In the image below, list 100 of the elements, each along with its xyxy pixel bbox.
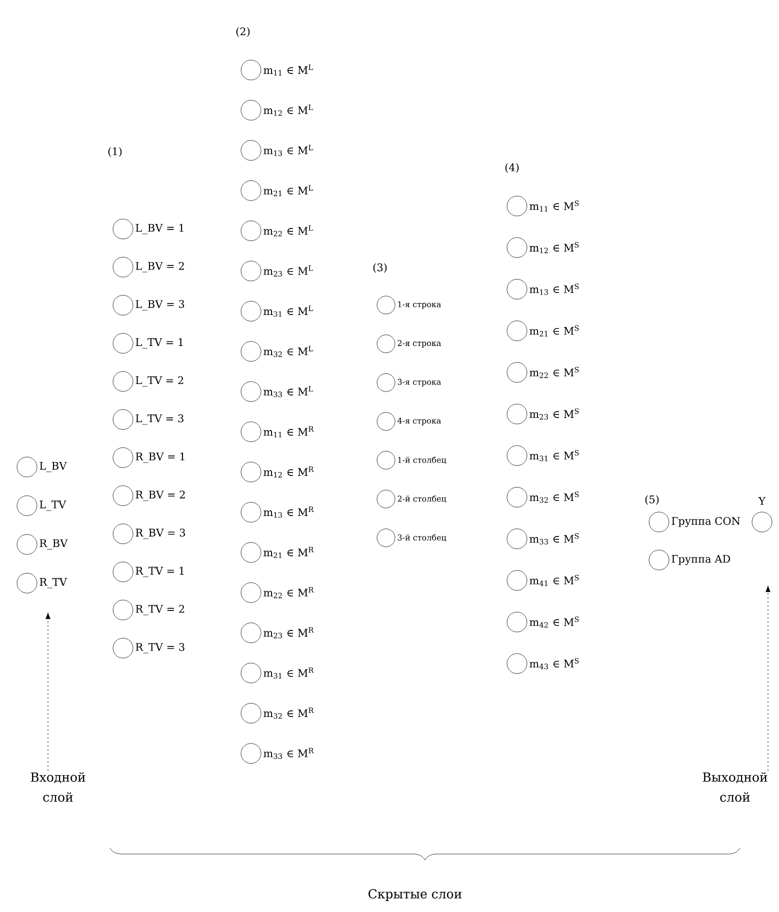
neuron: 3-я строка bbox=[376, 373, 441, 392]
neuron: m$_{43}$ ∈ M$^{S}$ bbox=[506, 653, 579, 674]
layer-number: (3) bbox=[373, 263, 387, 273]
neuron: m$_{33}$ ∈ M$^{S}$ bbox=[506, 528, 579, 549]
neuron: m$_{23}$ ∈ M$^{L}$ bbox=[240, 260, 313, 282]
neuron: 1-й столбец bbox=[376, 451, 446, 470]
neuron: R_TV = 1 bbox=[112, 562, 184, 582]
neuron: m$_{21}$ ∈ M$^{R}$ bbox=[240, 542, 314, 563]
neuron: m$_{12}$ ∈ M$^{R}$ bbox=[240, 462, 314, 482]
node-label: L_TV = 3 bbox=[136, 414, 184, 425]
neuron: m$_{32}$ ∈ M$^{R}$ bbox=[240, 703, 314, 724]
neuron: m$_{12}$ ∈ M$^{S}$ bbox=[506, 237, 579, 258]
layer-number: (5) bbox=[645, 495, 659, 505]
neuron: m$_{32}$ ∈ M$^{L}$ bbox=[240, 341, 313, 362]
node-label: L_TV = 1 bbox=[136, 338, 183, 348]
neuron: m$_{21}$ ∈ M$^{L}$ bbox=[240, 180, 313, 201]
node-label: L_TV bbox=[40, 500, 66, 511]
neuron: m$_{12}$ ∈ M$^{L}$ bbox=[240, 100, 313, 120]
node-label: R_TV = 3 bbox=[136, 642, 184, 654]
node-label: m$_{23}$ ∈ M$^{S}$ bbox=[530, 408, 579, 420]
node-label: L_BV = 1 bbox=[136, 224, 184, 234]
node-label: m$_{33}$ ∈ M$^{R}$ bbox=[264, 748, 314, 759]
brace-label: Скрытые слои bbox=[368, 889, 462, 901]
node-label: Y bbox=[758, 497, 766, 505]
neuron: R_BV bbox=[16, 534, 68, 555]
neuron: R_BV = 1 bbox=[112, 447, 184, 468]
neuron: m$_{13}$ ∈ M$^{R}$ bbox=[240, 502, 314, 522]
neuron: m$_{22}$ ∈ M$^{R}$ bbox=[240, 582, 314, 603]
node-label: m$_{32}$ ∈ M$^{R}$ bbox=[264, 708, 314, 719]
neuron: m$_{23}$ ∈ M$^{S}$ bbox=[506, 404, 579, 424]
node-label: m$_{32}$ ∈ M$^{L}$ bbox=[264, 346, 313, 357]
node-label: R_TV = 1 bbox=[136, 566, 184, 578]
neuron: L_BV = 2 bbox=[112, 256, 184, 278]
neuron: 1-я строка bbox=[376, 296, 441, 314]
layer-number: (4) bbox=[505, 163, 519, 173]
node-label: Группа AD bbox=[672, 555, 730, 566]
node-label: m$_{21}$ ∈ M$^{R}$ bbox=[264, 546, 314, 558]
layer-label: Входной слой bbox=[30, 772, 86, 802]
node-label: m$_{13}$ ∈ M$^{R}$ bbox=[264, 506, 314, 518]
node-label: 4-я строка bbox=[397, 418, 441, 426]
node-label: R_BV = 1 bbox=[136, 452, 184, 463]
node-label: R_TV bbox=[40, 578, 68, 588]
node-label: Группа CON bbox=[672, 516, 740, 528]
neuron: R_BV = 2 bbox=[112, 486, 185, 506]
neuron: Группа CON bbox=[648, 512, 740, 532]
neuron: m$_{11}$ ∈ M$^{R}$ bbox=[240, 422, 314, 442]
layer-label: Выходной слой bbox=[702, 772, 768, 802]
leader-line bbox=[766, 586, 770, 772]
node-label: L_BV bbox=[40, 462, 67, 472]
node-label: m$_{31}$ ∈ M$^{R}$ bbox=[264, 667, 314, 679]
node-label: m$_{22}$ ∈ M$^{R}$ bbox=[264, 587, 314, 598]
node-label: 2-й столбец bbox=[398, 495, 446, 503]
node-label: R_BV = 2 bbox=[136, 490, 185, 501]
neuron: m$_{31}$ ∈ M$^{L}$ bbox=[240, 301, 313, 322]
neuron: L_BV = 3 bbox=[112, 295, 184, 316]
neuron: m$_{23}$ ∈ M$^{R}$ bbox=[240, 622, 314, 643]
neuron: m$_{32}$ ∈ M$^{S}$ bbox=[506, 487, 579, 508]
node-label: L_TV = 2 bbox=[136, 376, 184, 387]
node-label: m$_{43}$ ∈ M$^{S}$ bbox=[530, 658, 579, 670]
neuron: 2-й столбец bbox=[376, 490, 446, 508]
layer-number: (2) bbox=[236, 27, 250, 37]
node-label: R_TV = 2 bbox=[136, 604, 184, 616]
neuron: L_BV = 1 bbox=[112, 218, 184, 240]
node-label: m$_{13}$ ∈ M$^{L}$ bbox=[264, 144, 313, 156]
node-label: 2-я строка bbox=[398, 340, 441, 348]
neuron: m$_{33}$ ∈ M$^{L}$ bbox=[240, 381, 313, 402]
node-label: m$_{23}$ ∈ M$^{L}$ bbox=[264, 265, 313, 277]
neuron: m$_{13}$ ∈ M$^{L}$ bbox=[240, 140, 313, 161]
node-label: m$_{12}$ ∈ M$^{R}$ bbox=[264, 466, 314, 478]
leader-line bbox=[46, 612, 50, 772]
node-label: R_BV bbox=[40, 539, 68, 550]
neuron: L_TV = 3 bbox=[112, 409, 184, 430]
neuron: m$_{11}$ ∈ M$^{L}$ bbox=[240, 60, 313, 80]
node-label: m$_{22}$ ∈ M$^{S}$ bbox=[530, 366, 579, 378]
node-label: m$_{11}$ ∈ M$^{R}$ bbox=[264, 426, 314, 438]
node-label: m$_{23}$ ∈ M$^{R}$ bbox=[264, 627, 314, 638]
node-label: m$_{21}$ ∈ M$^{L}$ bbox=[264, 185, 313, 196]
neuron: R_BV = 3 bbox=[112, 524, 186, 544]
neuron: L_TV = 2 bbox=[112, 371, 184, 392]
node-label: 1-я строка bbox=[398, 301, 441, 309]
neuron: m$_{41}$ ∈ M$^{S}$ bbox=[506, 570, 579, 591]
neuron: Группа AD bbox=[648, 550, 730, 570]
node-label: 3-я строка bbox=[398, 378, 441, 386]
neuron: m$_{11}$ ∈ M$^{S}$ bbox=[506, 196, 579, 216]
neuron: L_TV bbox=[16, 496, 66, 516]
neuron: 2-я строка bbox=[376, 334, 441, 353]
node-label: m$_{21}$ ∈ M$^{S}$ bbox=[530, 325, 579, 336]
neuron: R_TV = 2 bbox=[112, 600, 184, 620]
node-label: m$_{33}$ ∈ M$^{L}$ bbox=[264, 386, 313, 398]
neuron: 3-й столбец bbox=[376, 528, 446, 547]
neuron: m$_{22}$ ∈ M$^{S}$ bbox=[506, 362, 579, 383]
node-label: m$_{12}$ ∈ M$^{L}$ bbox=[264, 104, 313, 116]
node-label: m$_{12}$ ∈ M$^{S}$ bbox=[530, 242, 579, 254]
node-label: 1-й столбец bbox=[398, 456, 446, 464]
node-label: m$_{22}$ ∈ M$^{L}$ bbox=[264, 225, 313, 236]
neuron: L_TV = 1 bbox=[112, 333, 183, 354]
node-label: m$_{31}$ ∈ M$^{S}$ bbox=[530, 450, 579, 462]
neuron: R_TV = 3 bbox=[112, 638, 184, 658]
node-label: m$_{42}$ ∈ M$^{S}$ bbox=[530, 616, 579, 628]
neuron: m$_{33}$ ∈ M$^{R}$ bbox=[240, 743, 314, 764]
